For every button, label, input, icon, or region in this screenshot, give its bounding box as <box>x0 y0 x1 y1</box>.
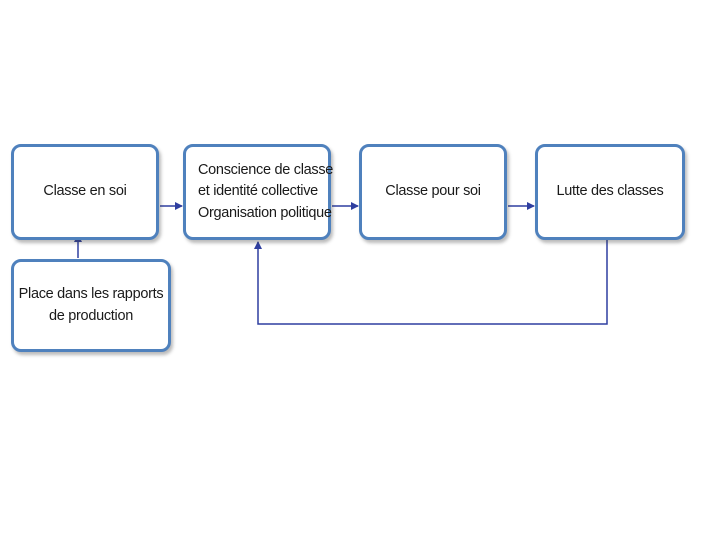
node-classe-pour-soi: Classe pour soi <box>359 144 507 240</box>
node-classe-pour-soi-line-1: Classe pour soi <box>385 183 481 200</box>
node-lutte-line-1: Lutte des classes <box>556 183 664 200</box>
node-conscience-line-3: Organisation politique <box>198 204 332 221</box>
node-conscience-line-2: et identité collective <box>198 183 318 200</box>
node-place-line-1: Place dans les rapports <box>18 286 164 303</box>
node-classe-en-soi: Classe en soi <box>11 144 159 240</box>
node-place-rapports-production: Place dans les rapports de production <box>11 259 171 352</box>
node-classe-en-soi-line-1: Classe en soi <box>43 183 127 200</box>
node-lutte-des-classes: Lutte des classes <box>535 144 685 240</box>
node-place-line-2: de production <box>49 307 133 324</box>
arrow-lutte-feedback-to-conscience <box>254 240 608 325</box>
node-conscience-line-1: Conscience de classe <box>198 162 334 179</box>
node-conscience-de-classe: Conscience de classe et identité collect… <box>183 144 334 240</box>
